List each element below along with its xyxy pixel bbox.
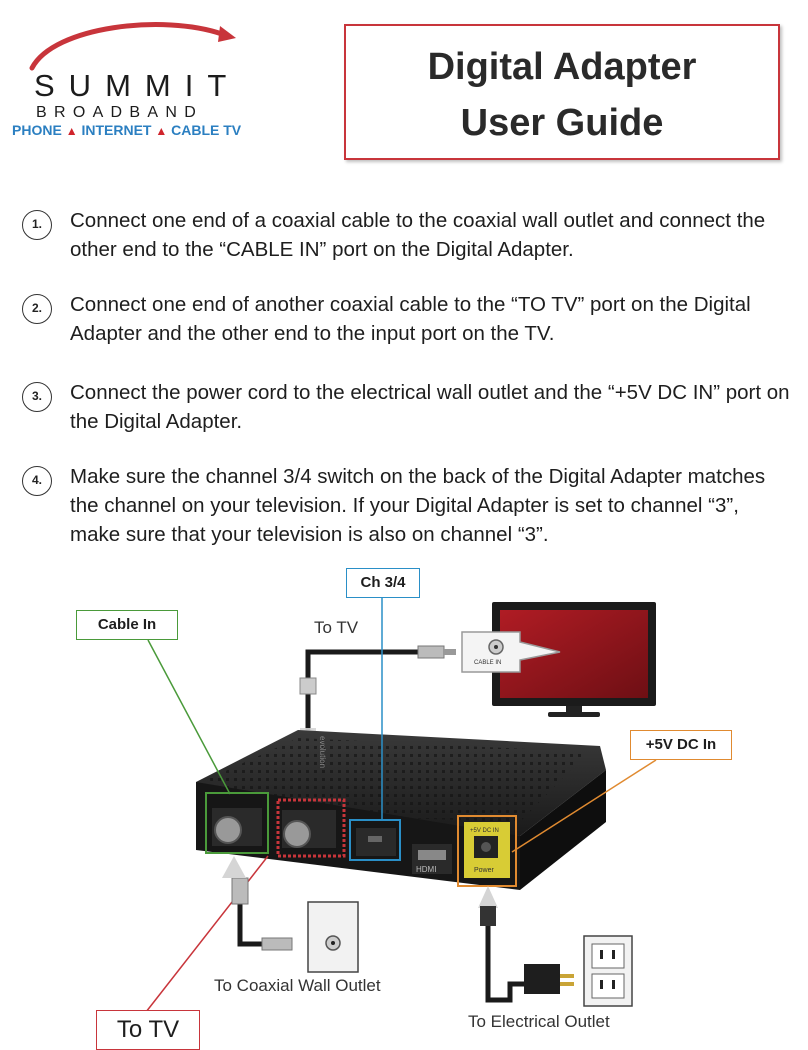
box-brand-label: evolution bbox=[318, 736, 327, 768]
triangle-icon: ▲ bbox=[65, 124, 78, 138]
electrical-wall-outlet-icon bbox=[583, 935, 633, 1007]
logo-subtitle: BROADBAND bbox=[36, 104, 204, 121]
tagline-internet: INTERNET bbox=[81, 122, 152, 138]
step-text: Connect the power cord to the electrical… bbox=[70, 381, 790, 433]
step-text: Connect one end of a coaxial cable to th… bbox=[70, 209, 766, 261]
electrical-outlet-label: To Electrical Outlet bbox=[468, 1012, 610, 1031]
power-adapter-icon bbox=[524, 964, 574, 994]
step-text: Connect one end of another coaxial cable… bbox=[70, 293, 751, 345]
coax-outlet-label: To Coaxial Wall Outlet bbox=[214, 976, 381, 995]
tagline-phone: PHONE bbox=[12, 122, 62, 138]
title-box: Digital Adapter User Guide bbox=[344, 24, 780, 160]
hdmi-label: HDMI bbox=[416, 865, 436, 874]
triangle-icon: ▲ bbox=[155, 124, 168, 138]
power-label: Power bbox=[474, 867, 495, 874]
tagline-cable-tv: CABLE TV bbox=[171, 122, 242, 138]
coaxial-wall-outlet-icon bbox=[307, 901, 359, 973]
tv-port-label: CABLE IN bbox=[474, 660, 501, 666]
to-tv-port-icon bbox=[282, 810, 336, 848]
television-icon bbox=[492, 602, 656, 717]
cable-in-port-icon bbox=[212, 808, 262, 846]
logo-wordmark: SUMMIT bbox=[34, 68, 241, 103]
logo-tagline: PHONE ▲ INTERNET ▲ CABLE TV bbox=[12, 122, 241, 138]
title-line-2: User Guide bbox=[460, 102, 664, 144]
summit-logo: SUMMIT BROADBAND bbox=[14, 16, 274, 146]
channel-switch-icon bbox=[356, 828, 396, 856]
tv-port-callout bbox=[461, 631, 561, 673]
step-number: 3. bbox=[22, 382, 52, 412]
connection-diagram: CABLE IN evolution bbox=[0, 560, 808, 1050]
step-number: 1. bbox=[22, 210, 52, 240]
step-text: Make sure the channel 3/4 switch on the … bbox=[70, 465, 766, 546]
ch34-callout: Ch 3/4 bbox=[346, 568, 420, 598]
diagram-illustration: CABLE IN evolution bbox=[145, 598, 657, 1013]
to-tv-callout: To TV bbox=[96, 1010, 200, 1050]
logo-arc-icon bbox=[29, 22, 236, 71]
step-number: 4. bbox=[22, 466, 52, 496]
hdmi-port-icon bbox=[412, 844, 452, 874]
dc-in-callout: +5V DC In bbox=[630, 730, 732, 760]
step-number: 2. bbox=[22, 294, 52, 324]
cable-in-callout: Cable In bbox=[76, 610, 178, 640]
power-port-icon bbox=[464, 822, 510, 878]
dc-in-label: +5V DC IN bbox=[470, 828, 499, 834]
to-tv-cable-label: To TV bbox=[314, 618, 359, 637]
title-line-1: Digital Adapter bbox=[427, 46, 697, 88]
